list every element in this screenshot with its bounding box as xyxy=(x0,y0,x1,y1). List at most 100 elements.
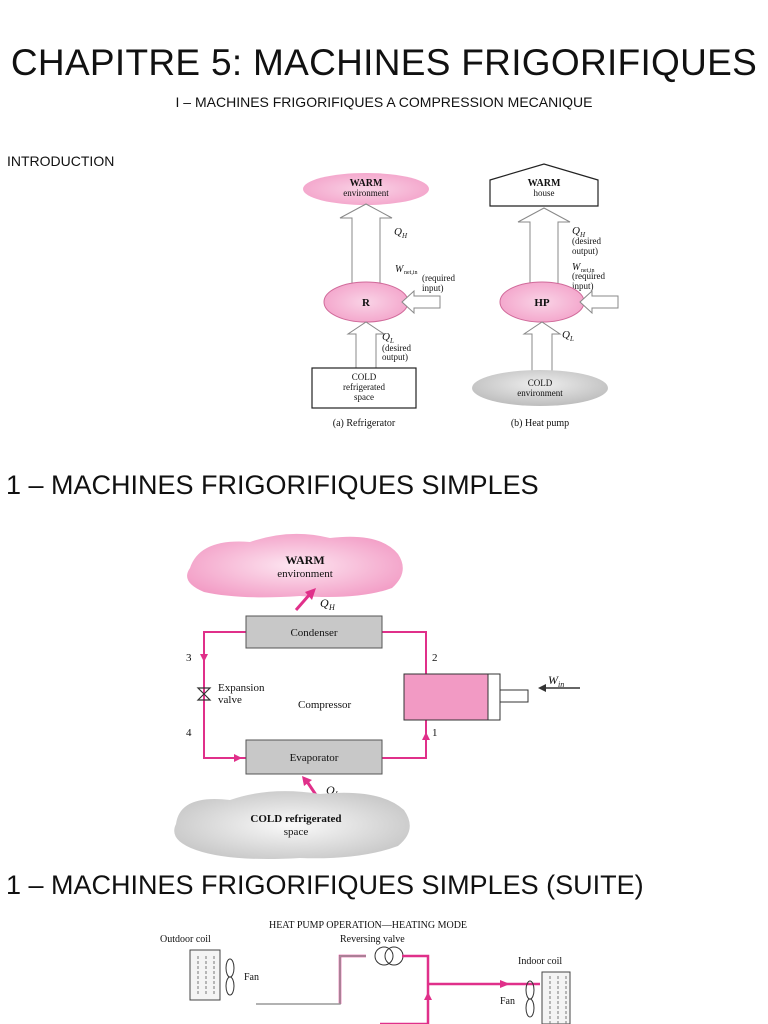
warm-environment-cloud-2 xyxy=(187,533,403,598)
qh-sub-2: H xyxy=(328,603,336,612)
r-label: R xyxy=(362,297,371,309)
hp-ql-arrow xyxy=(522,321,562,373)
ql-label-2: Q xyxy=(326,783,335,797)
heatpump-diagram: WARM house Q H (desired output) W net,in… xyxy=(472,163,619,429)
figure-refrigeration-cycle: WARM environment Q H Condenser Evaporato… xyxy=(174,533,580,859)
cold-space-box xyxy=(311,367,417,409)
section1-title: 1 – MACHINES FRIGORIFIQUES SIMPLES xyxy=(6,470,539,500)
qh-arrow xyxy=(339,203,393,287)
fan-left-label: Fan xyxy=(244,972,259,983)
condenser-label: Condenser xyxy=(290,627,337,639)
win-sub: in xyxy=(558,680,564,689)
intro-label: INTRODUCTION xyxy=(7,153,115,169)
cold-label-2: refrigerated xyxy=(343,382,385,392)
qh-sub: H xyxy=(401,232,408,240)
work-arrow-r xyxy=(401,289,441,315)
hp-w-note1: (required xyxy=(572,271,605,281)
ql-arrow xyxy=(346,321,386,369)
heatpump-caption: (b) Heat pump xyxy=(511,418,569,429)
cold-environment-cloud xyxy=(472,370,608,406)
evaporator-box xyxy=(245,739,383,775)
warm-sublabel-2: environment xyxy=(277,568,333,580)
state-2: 2 xyxy=(432,652,438,664)
flow-arrow-right-3 xyxy=(500,980,510,988)
work-arrow-hp xyxy=(579,289,619,315)
outdoor-coil-fins xyxy=(197,956,215,996)
page-title: CHAPITRE 5: MACHINES FRIGORIFIQUES xyxy=(10,42,758,83)
hp-qh-note1: (desired xyxy=(572,236,601,246)
cold-label-2b: COLD refrigerated xyxy=(250,813,341,825)
fan-left-icon xyxy=(225,958,235,996)
w-note2: input) xyxy=(422,283,444,293)
state-1: 1 xyxy=(432,727,438,739)
hp-qh-arrow xyxy=(517,207,571,289)
page-subtitle: I – MACHINES FRIGORIFIQUES A COMPRESSION… xyxy=(175,94,593,110)
hp-ql-label: Q xyxy=(562,329,570,341)
state-3: 3 xyxy=(186,652,192,664)
flow-arrow-right xyxy=(234,754,242,762)
w-label: W xyxy=(395,264,405,275)
ql-note1: (desired xyxy=(382,343,411,353)
cold-sublabel-2b: space xyxy=(284,826,309,838)
section2-title: 1 – MACHINES FRIGORIFIQUES SIMPLES (SUIT… xyxy=(6,870,644,900)
cold-label: COLD xyxy=(352,372,377,382)
condenser-box xyxy=(245,615,383,649)
compressor-rod xyxy=(499,689,529,703)
indoor-coil-label: Indoor coil xyxy=(518,956,562,967)
reversing-valve-icon xyxy=(374,946,404,966)
warm-house-shape xyxy=(489,163,599,207)
hp-w-label: W xyxy=(572,262,582,273)
expansion-valve-icon xyxy=(196,687,212,701)
qh-arrow-2 xyxy=(294,593,312,611)
evaporator-label: Evaporator xyxy=(290,752,339,764)
hp-qh-note2: output) xyxy=(572,246,598,256)
indoor-coil xyxy=(541,971,571,1024)
reversing-valve-label: Reversing valve xyxy=(340,934,405,945)
cold-space-cloud xyxy=(174,791,410,859)
fan-right-icon xyxy=(525,980,535,1018)
house-sublabel: house xyxy=(534,188,555,198)
compressor-piston xyxy=(487,673,501,721)
compressor-box xyxy=(403,673,489,721)
ql-arrowhead-2 xyxy=(302,776,312,786)
win-label: W xyxy=(548,673,559,687)
fan-right-label: Fan xyxy=(500,996,515,1007)
cold-label-3: space xyxy=(354,392,374,402)
flow-arrow-up-3 xyxy=(424,992,432,1000)
hp-qh-label: Q xyxy=(572,225,580,237)
hp-qh-sub: H xyxy=(579,231,586,239)
refrigerator-caption: (a) Refrigerator xyxy=(333,418,396,429)
figure-refrigerator-heatpump: WARM environment Q H R W net,in (require… xyxy=(303,163,619,429)
hp-cold-label: COLD xyxy=(528,378,553,388)
indoor-coil-fins xyxy=(549,976,567,1024)
ql-label: Q xyxy=(382,331,390,343)
w-note1: (required xyxy=(422,273,455,283)
win-arrowhead xyxy=(538,684,546,692)
ql-sub: L xyxy=(389,337,394,345)
hp-w-note2: input) xyxy=(572,281,594,291)
warm-sublabel: environment xyxy=(343,188,389,198)
expansion-label-2: valve xyxy=(218,694,242,706)
qh-label: Q xyxy=(394,226,402,238)
state-4: 4 xyxy=(186,727,192,739)
hp-ql-sub: L xyxy=(569,335,574,343)
hp-label: HP xyxy=(534,297,550,309)
outdoor-coil-label: Outdoor coil xyxy=(160,934,211,945)
expansion-label-1: Expansion xyxy=(218,682,265,694)
hp-cold-sublabel: environment xyxy=(517,388,563,398)
warm-environment-cloud xyxy=(303,173,429,205)
w-sub: net,in xyxy=(404,270,418,276)
heatpump-lines xyxy=(338,954,540,1024)
qh-label-2: Q xyxy=(320,596,329,610)
warm-label: WARM xyxy=(350,178,383,189)
hp-w-sub: net,in xyxy=(581,268,595,274)
ql-note2: output) xyxy=(382,352,408,362)
flow-arrow-down xyxy=(200,654,208,662)
heatpump-gray-line xyxy=(256,955,366,1005)
flow-arrow-up xyxy=(422,732,430,740)
qh-arrowhead-2 xyxy=(305,588,316,600)
refrigerator-diagram: WARM environment Q H R W net,in (require… xyxy=(303,173,455,429)
warm-label-2: WARM xyxy=(285,553,324,567)
house-warm-label: WARM xyxy=(528,178,561,189)
compressor-label: Compressor xyxy=(298,699,352,711)
